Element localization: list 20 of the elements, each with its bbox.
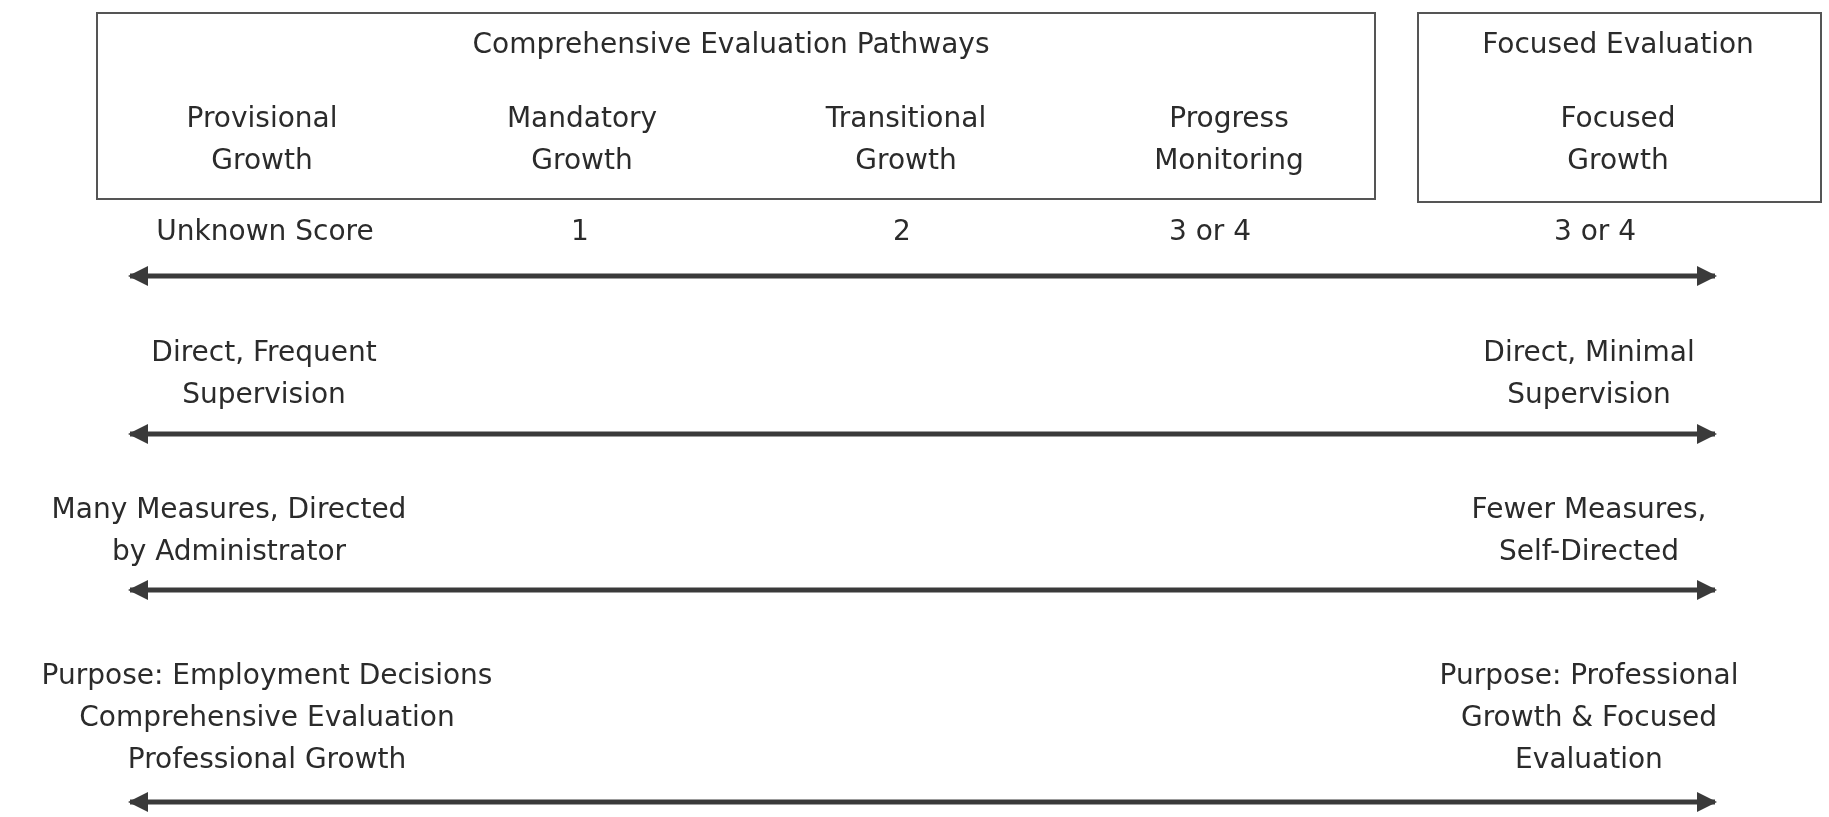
pathway-label: Provisional Growth: [186, 100, 338, 178]
group-heading: Focused Evaluation: [1482, 26, 1754, 62]
group-box: [1417, 12, 1822, 203]
scale-end-label: Direct, Minimal Supervision: [1483, 334, 1695, 412]
scale-end-label: Purpose: Employment Decisions Comprehensive Evaluation Professional Growth: [41, 657, 493, 777]
score-label: 3 or 4: [1553, 213, 1637, 249]
score-label: 1: [571, 213, 589, 249]
pathway-label: Focused Growth: [1560, 100, 1676, 178]
pathway-label: Progress Monitoring: [1154, 100, 1304, 178]
score-label: 3 or 4: [1168, 213, 1252, 249]
scale-end-label: Direct, Frequent Supervision: [151, 334, 377, 412]
score-label: Unknown Score: [156, 213, 374, 249]
scale-end-label: Fewer Measures, Self-Directed: [1471, 491, 1707, 569]
pathway-label: Mandatory Growth: [506, 100, 658, 178]
scale-end-label: Many Measures, Directed by Administrator: [51, 491, 407, 569]
score-label: 2: [893, 213, 911, 249]
group-box: [96, 12, 1376, 200]
pathway-label: Transitional Growth: [825, 100, 987, 178]
scale-end-label: Purpose: Professional Growth & Focused Evaluation: [1439, 657, 1739, 777]
group-heading: Comprehensive Evaluation Pathways: [472, 26, 990, 62]
